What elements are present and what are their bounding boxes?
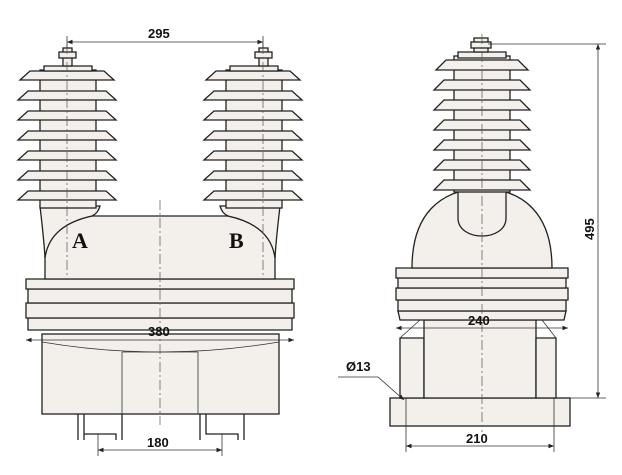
front-view: A B 295 380 180 bbox=[16, 26, 304, 456]
dim-total-height: 495 bbox=[582, 218, 597, 240]
front-base-block bbox=[41, 333, 280, 415]
dim-foot-spacing: 180 bbox=[147, 435, 169, 450]
dim-terminal-spacing: 295 bbox=[148, 26, 170, 41]
dim-base-width: 380 bbox=[148, 324, 170, 339]
front-left-foot bbox=[77, 414, 123, 440]
left-insulator bbox=[16, 47, 118, 209]
side-view: 495 240 Ø13 210 bbox=[338, 34, 606, 452]
dim-hole-leader bbox=[338, 376, 405, 401]
terminal-a-label: A bbox=[72, 228, 88, 253]
dim-hole-diameter: Ø13 bbox=[346, 359, 371, 374]
side-base-plate bbox=[389, 397, 571, 427]
right-insulator bbox=[202, 47, 304, 209]
dim-side-width: 240 bbox=[468, 313, 490, 328]
terminal-b-label: B bbox=[229, 228, 244, 253]
dim-side-base-width: 210 bbox=[466, 431, 488, 446]
